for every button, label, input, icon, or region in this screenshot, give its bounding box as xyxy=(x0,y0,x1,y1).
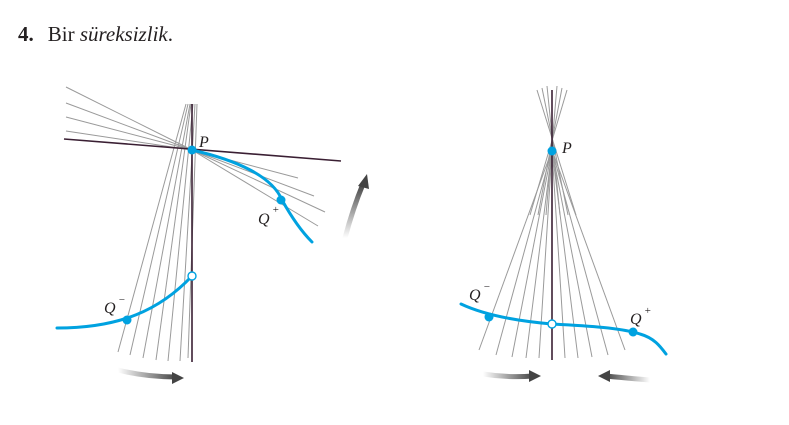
secant-line xyxy=(65,102,193,151)
secant-line xyxy=(155,103,192,361)
left-secant-lines xyxy=(65,86,326,362)
heading-suffix: . xyxy=(167,22,173,46)
label-q-minus: Q xyxy=(104,300,116,317)
right-secant-lines xyxy=(478,85,626,359)
secant-line xyxy=(117,103,187,353)
label-q-minus-sup: − xyxy=(118,294,125,306)
secant-line xyxy=(551,149,593,358)
label-p: P xyxy=(198,134,209,151)
right-figure: P Q − Q + xyxy=(459,85,668,383)
secant-line xyxy=(142,103,191,359)
point-p xyxy=(187,145,197,155)
point-q-plus xyxy=(628,327,638,337)
point-q-plus xyxy=(276,195,286,205)
open-endpoint xyxy=(547,319,557,329)
secant-line xyxy=(511,149,553,358)
secant-line xyxy=(65,86,193,151)
curve-left-branch xyxy=(55,274,194,330)
left-figure: P Q + Q − xyxy=(55,86,369,384)
point-p xyxy=(547,146,557,156)
secant-line xyxy=(191,149,319,227)
arrow-up-icon xyxy=(342,174,369,241)
point-q-minus xyxy=(122,315,132,325)
secant-line xyxy=(495,149,553,356)
label-q-minus-sup: − xyxy=(483,281,490,293)
secant-line xyxy=(536,89,577,216)
arrow-right-icon xyxy=(115,367,184,384)
secant-line xyxy=(65,116,193,151)
exercise-number: 4. xyxy=(18,22,34,46)
arrow-right-icon xyxy=(480,370,541,382)
arrow-left-icon xyxy=(598,370,653,383)
secant-line xyxy=(525,149,553,359)
secant-line xyxy=(551,149,579,359)
label-q-plus-sup: + xyxy=(272,204,279,216)
secant-line xyxy=(191,149,326,213)
label-q-plus-sup: + xyxy=(644,305,651,317)
label-q-plus: Q xyxy=(258,211,270,228)
exercise-heading: 4. Bir süreksizlik. xyxy=(18,22,173,46)
secant-line xyxy=(551,149,609,356)
open-endpoint xyxy=(187,271,197,281)
point-q-minus xyxy=(484,312,494,322)
label-q-minus: Q xyxy=(469,287,481,304)
label-q-plus: Q xyxy=(630,311,642,328)
heading-prefix: Bir xyxy=(47,22,75,46)
horizontal-tangent-line xyxy=(63,138,342,162)
curve-right-branch xyxy=(190,148,314,244)
label-p: P xyxy=(561,140,572,157)
secant-line xyxy=(551,149,626,351)
heading-term: süreksizlik xyxy=(79,22,168,46)
